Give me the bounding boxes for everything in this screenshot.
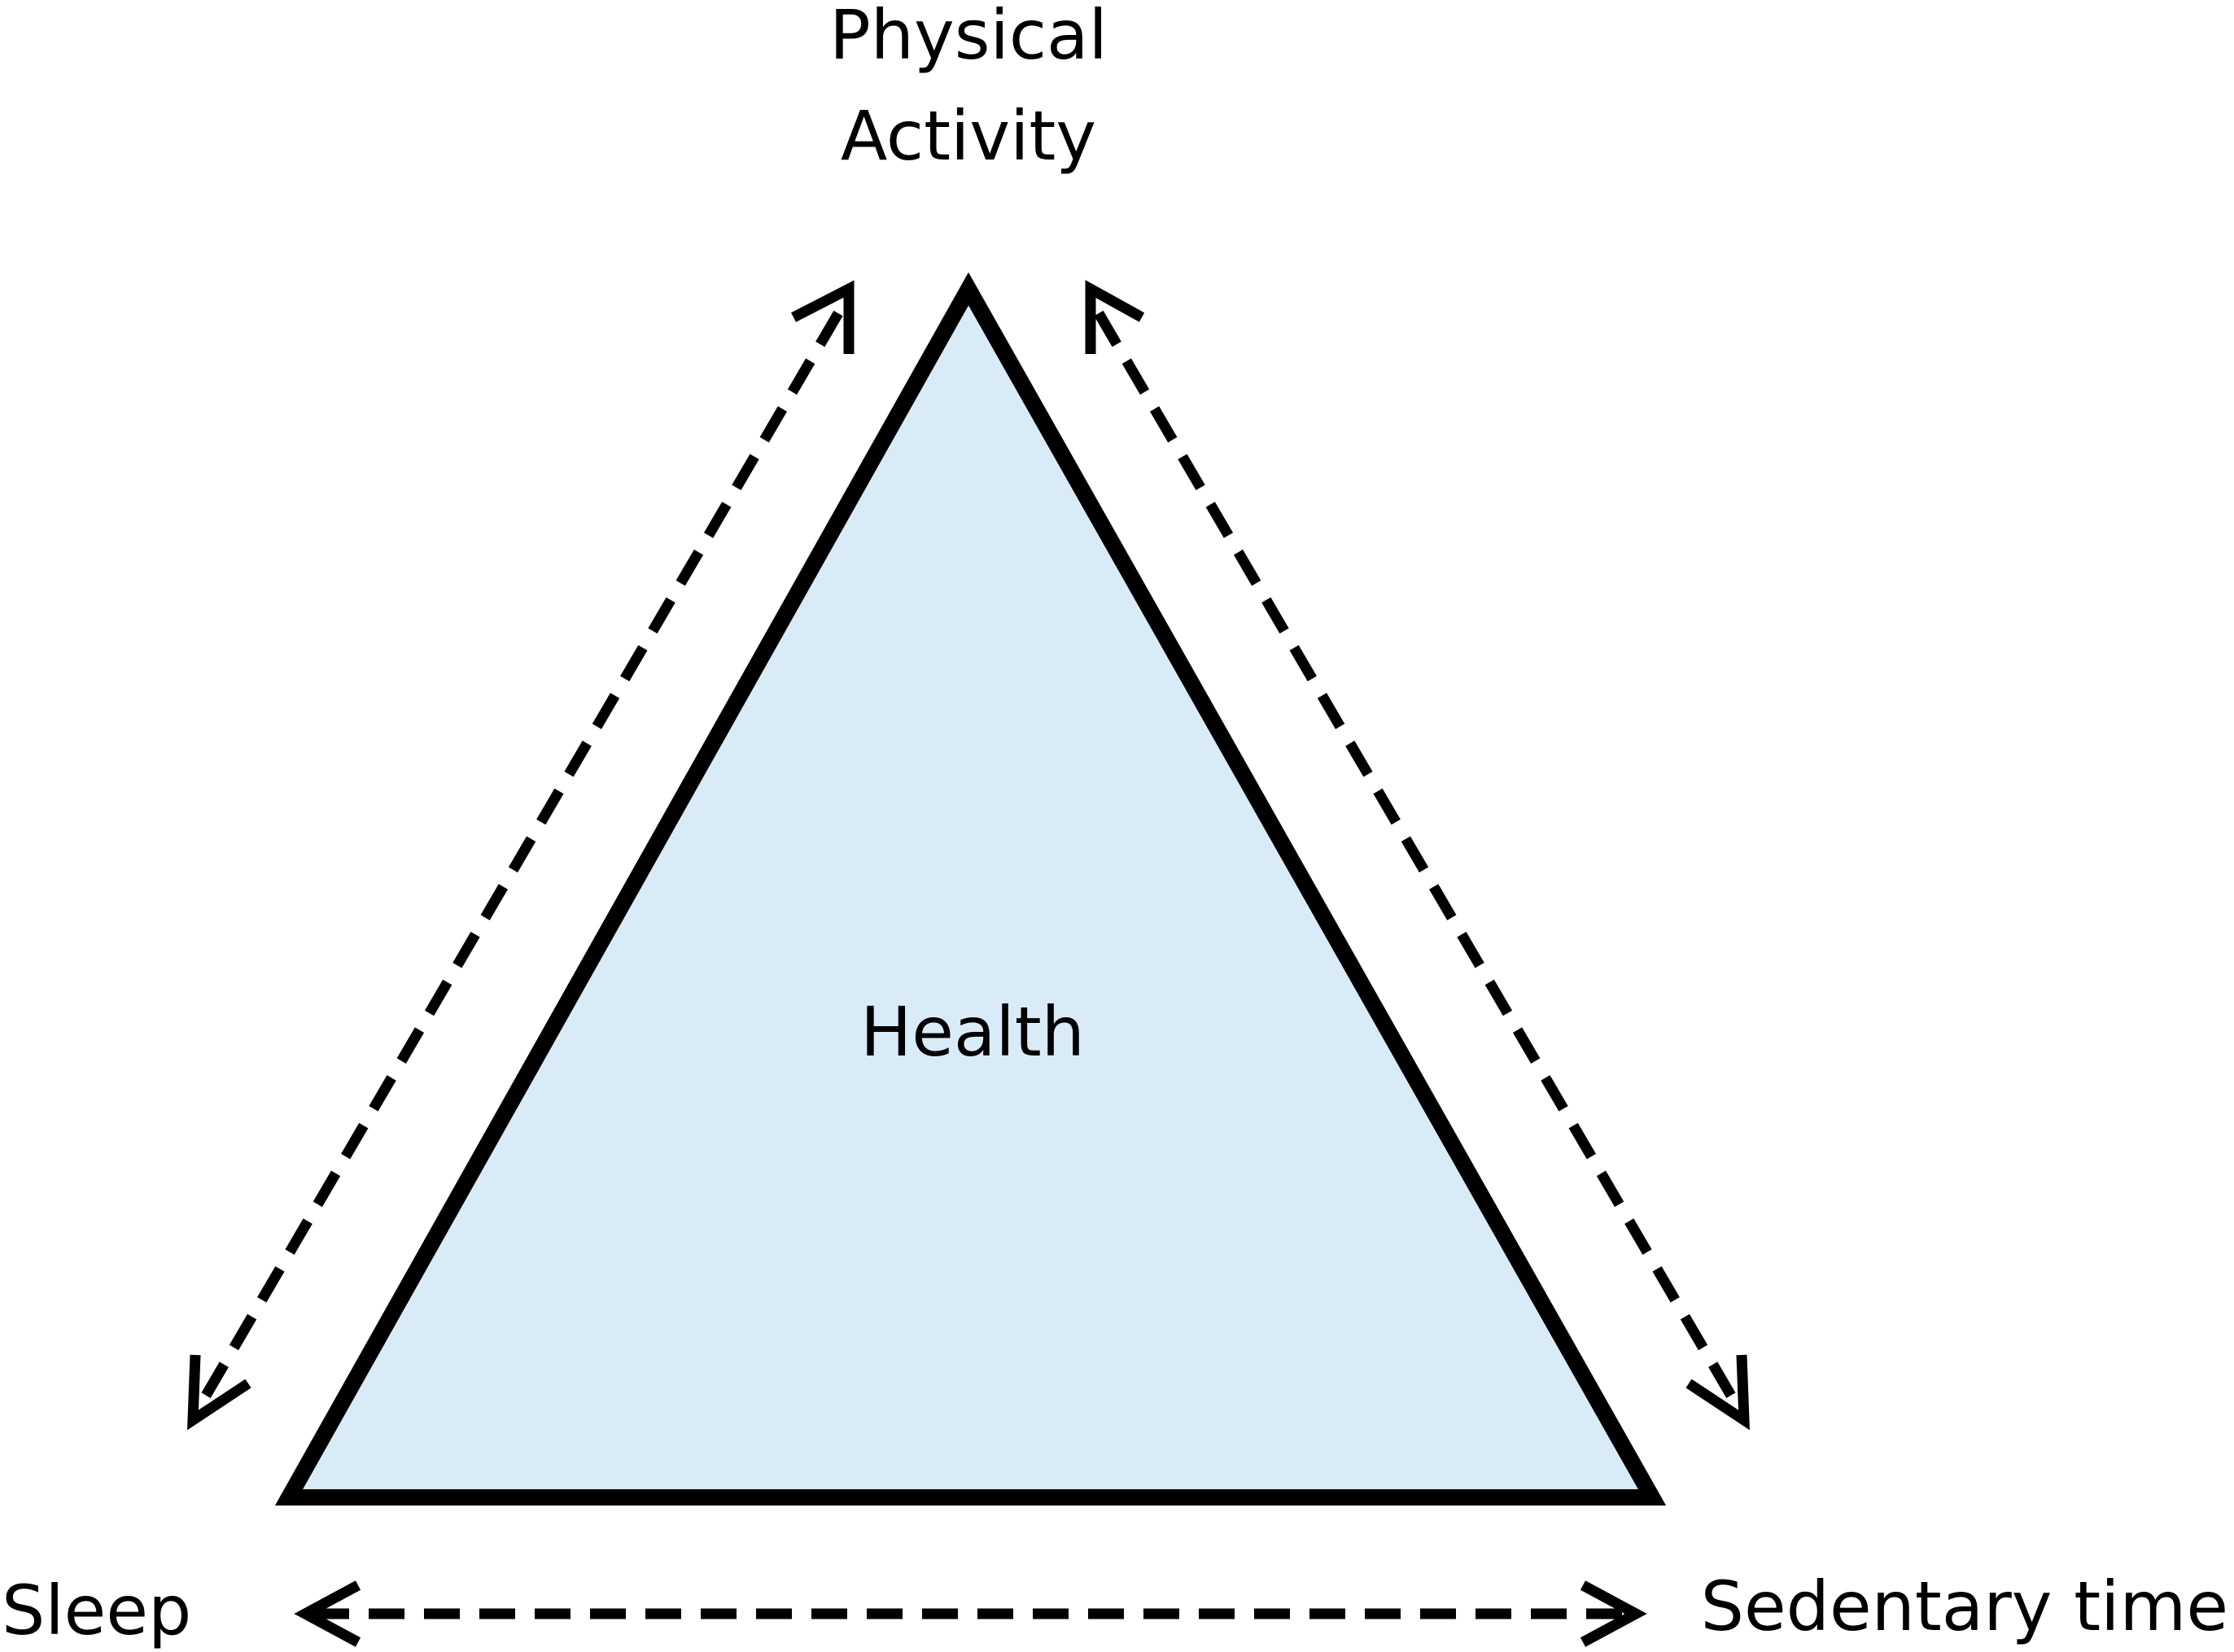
health-triangle xyxy=(274,272,1667,1506)
top-label-line2: Activity xyxy=(841,96,1096,176)
arrowhead-bottom-right xyxy=(1685,1354,1750,1431)
arrow-sleep-physical-activity xyxy=(187,280,855,1431)
right-label: Sedentary time xyxy=(1701,1567,2228,1646)
arrowhead-bottom-rightend xyxy=(1580,1580,1647,1647)
center-label: Health xyxy=(860,992,1085,1072)
arrowhead-top-right xyxy=(1085,279,1145,354)
arrow-sleep-sedentary xyxy=(294,1580,1647,1647)
arrow-physical-activity-sedentary xyxy=(1085,279,1750,1431)
left-label: Sleep xyxy=(2,1571,191,1650)
arrowhead-bottom-leftend xyxy=(294,1580,361,1647)
arrowhead-top-left xyxy=(791,280,855,354)
arrowhead-bottom-left xyxy=(187,1354,251,1431)
top-label-line1: Physical xyxy=(829,0,1108,75)
